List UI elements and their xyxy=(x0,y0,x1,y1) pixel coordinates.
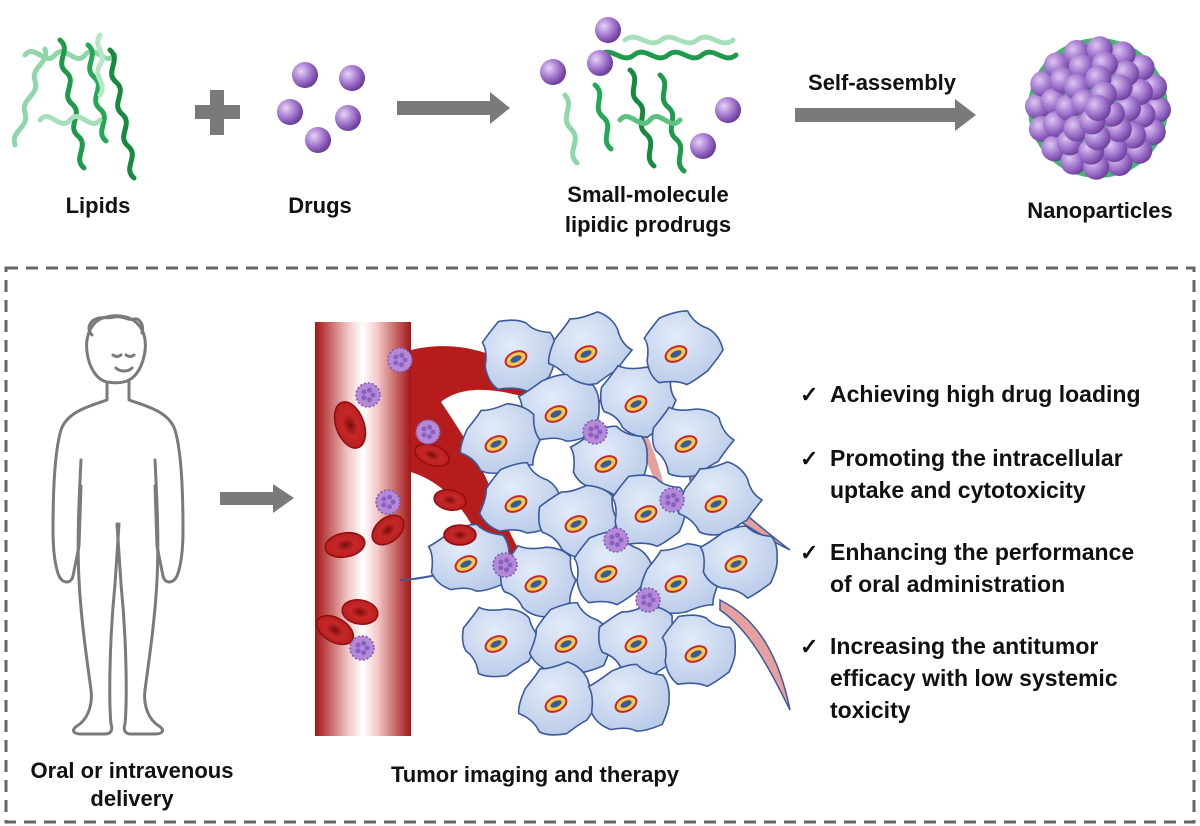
nanoparticle xyxy=(355,382,381,408)
plus-icon xyxy=(195,90,240,135)
benefit-item: ✓ Promoting the intracellular uptake and… xyxy=(800,445,1123,503)
cell-nucleolus xyxy=(580,350,592,358)
red-blood-cell xyxy=(413,443,451,467)
cell-nucleolus xyxy=(490,640,502,648)
cell-nucleolus xyxy=(600,570,612,578)
benefit-line: of oral administration xyxy=(830,571,1065,597)
human-label-line1: Oral or intravenous xyxy=(31,758,234,783)
cell-nucleolus xyxy=(670,350,682,358)
nanoparticle xyxy=(603,527,629,553)
self-assembly-arrow-icon xyxy=(795,99,976,131)
red-blood-cells xyxy=(315,401,477,646)
nanoparticle xyxy=(492,552,518,578)
benefit-line: toxicity xyxy=(830,697,911,723)
benefit-line: efficacy with low systemic xyxy=(830,665,1118,691)
nanoparticle xyxy=(415,419,441,445)
delivery-arrow-icon xyxy=(220,484,294,513)
human-figure-icon xyxy=(51,314,185,736)
benefit-line: Promoting the intracellular xyxy=(830,445,1123,471)
nanoparticle xyxy=(375,489,401,515)
cell-nucleolus xyxy=(600,460,612,468)
red-blood-cell xyxy=(371,514,405,546)
prodrugs-label-line2: lipidic prodrugs xyxy=(565,212,731,237)
benefit-item: ✓ Achieving high drug loading xyxy=(800,381,1141,407)
cell-nucleolus xyxy=(530,580,542,588)
check-icon: ✓ xyxy=(800,540,818,565)
cell-nucleolus xyxy=(490,440,502,448)
cell-nucleolus xyxy=(730,560,742,568)
cell-nucleolus xyxy=(570,520,582,528)
bottom-panel-border xyxy=(4,266,1196,824)
drugs-illustration xyxy=(277,62,365,153)
cell-nucleolus xyxy=(550,410,562,418)
nanoparticle xyxy=(635,587,661,613)
red-blood-cell xyxy=(324,531,366,559)
self-assembly-label: Self-assembly xyxy=(808,70,957,95)
prodrugs-label-line1: Small-molecule xyxy=(567,182,728,207)
cell-nucleolus xyxy=(630,400,642,408)
cell-nucleolus xyxy=(670,580,682,588)
cell-nucleolus xyxy=(510,500,522,508)
nanoparticle xyxy=(387,347,413,373)
check-icon: ✓ xyxy=(800,634,818,659)
benefit-line: uptake and cytotoxicity xyxy=(830,477,1086,503)
benefit-line: Achieving high drug loading xyxy=(830,381,1141,407)
nanoparticle xyxy=(582,419,608,445)
cell-nucleolus xyxy=(460,560,472,568)
cell-nucleolus xyxy=(550,700,562,708)
cell-nucleolus xyxy=(510,355,522,363)
check-icon: ✓ xyxy=(800,446,818,471)
red-blood-cell xyxy=(341,599,379,625)
benefit-item: ✓ Enhancing the performance of oral admi… xyxy=(800,539,1134,597)
benefit-line: Enhancing the performance xyxy=(830,539,1134,565)
drugs-label: Drugs xyxy=(288,193,352,218)
benefit-item: ✓ Increasing the antitumor efficacy with… xyxy=(800,633,1118,723)
cell-nucleolus xyxy=(560,640,572,648)
cell-nucleolus xyxy=(640,510,652,518)
vessel-nanoparticles xyxy=(349,347,685,661)
benefits-list: ✓ Achieving high drug loading ✓ Promotin… xyxy=(800,381,1141,723)
tumor-label: Tumor imaging and therapy xyxy=(391,762,680,787)
nanoparticles-label: Nanoparticles xyxy=(1027,198,1173,223)
cell-nucleolus xyxy=(630,640,642,648)
check-icon: ✓ xyxy=(800,382,818,407)
cell-nucleolus xyxy=(710,500,722,508)
human-label-line2: delivery xyxy=(90,786,174,811)
lipids-illustration xyxy=(11,32,137,181)
lipids-label: Lipids xyxy=(66,193,131,218)
nanoparticle-illustration xyxy=(1025,36,1171,180)
tumor-cell-cluster xyxy=(427,310,778,736)
nanoparticle xyxy=(349,635,375,661)
benefit-line: Increasing the antitumor xyxy=(830,633,1098,659)
arrow-right-icon xyxy=(397,92,510,124)
prodrugs-illustration xyxy=(540,17,741,174)
red-blood-cell xyxy=(433,489,467,511)
red-blood-cell xyxy=(443,524,477,546)
cell-nucleolus xyxy=(680,440,692,448)
cell-nucleolus xyxy=(620,700,632,708)
nanoparticle xyxy=(659,487,685,513)
nanoparticle-bead xyxy=(1085,95,1111,121)
red-blood-cell xyxy=(333,401,367,449)
cell-nucleolus xyxy=(690,650,702,658)
